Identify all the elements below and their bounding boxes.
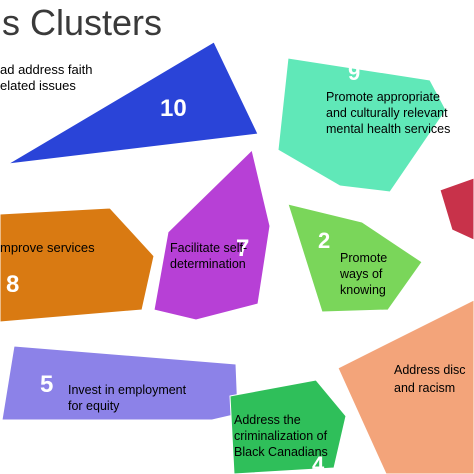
cluster-2-number: 2: [318, 228, 330, 253]
cluster-8-number: 8: [6, 271, 19, 298]
cluster-2-label-line: ways of: [339, 267, 383, 281]
cluster-8-label-line: mprove services: [0, 240, 95, 255]
cluster-4: 4 Address the criminalization of Black Cana…: [229, 379, 347, 474]
cluster-4-label-line: criminalization of: [234, 429, 328, 443]
cluster-disc-shape: [337, 299, 474, 474]
cluster-2-shape: [287, 203, 423, 313]
cluster-disc: Address disc and racism: [337, 299, 474, 474]
page-title: s Clusters: [2, 2, 163, 43]
cluster-7-label-line: determination: [170, 257, 246, 271]
cluster-10-shape: [7, 41, 259, 165]
cluster-9-label-line: and culturally relevant: [326, 106, 448, 120]
cluster-red-shape: [439, 177, 474, 241]
cluster-9-label-line: Promote appropriate: [326, 90, 440, 104]
cluster-2-label-line: Promote: [340, 251, 387, 265]
cluster-10-label-line: elated issues: [0, 78, 76, 93]
cluster-8: 8 mprove services: [0, 207, 155, 323]
cluster-disc-label-line: Address disc: [394, 363, 466, 377]
cluster-7-shape: [153, 149, 271, 321]
cluster-5: 5 Invest in employment for equity: [1, 345, 239, 421]
cluster-disc-label-line: and racism: [394, 381, 455, 395]
cluster-2-label-line: knowing: [340, 283, 386, 297]
cluster-10-label-line: ad address faith: [0, 62, 93, 77]
cluster-10-number: 10: [160, 95, 187, 122]
cluster-5-shape: [1, 345, 239, 421]
cluster-red: [439, 177, 474, 241]
cluster-4-shape: [229, 379, 347, 474]
cluster-7-label-line: Facilitate self-: [170, 241, 247, 255]
cluster-8-shape: [0, 207, 155, 323]
cluster-9-number: 9: [348, 60, 360, 85]
cluster-5-number: 5: [40, 371, 53, 398]
cluster-5-label-line: for equity: [68, 399, 120, 413]
cluster-7-number: 7: [236, 235, 249, 262]
cluster-4-number: 4: [312, 452, 325, 474]
cluster-4-label-line: Black Canadians: [234, 445, 328, 459]
cluster-4-label-line: Address the: [234, 413, 301, 427]
cluster-9-shape: [277, 57, 447, 193]
cluster-9-label-line: mental health services: [326, 122, 450, 136]
cluster-5-label-line: Invest in employment: [68, 383, 187, 397]
